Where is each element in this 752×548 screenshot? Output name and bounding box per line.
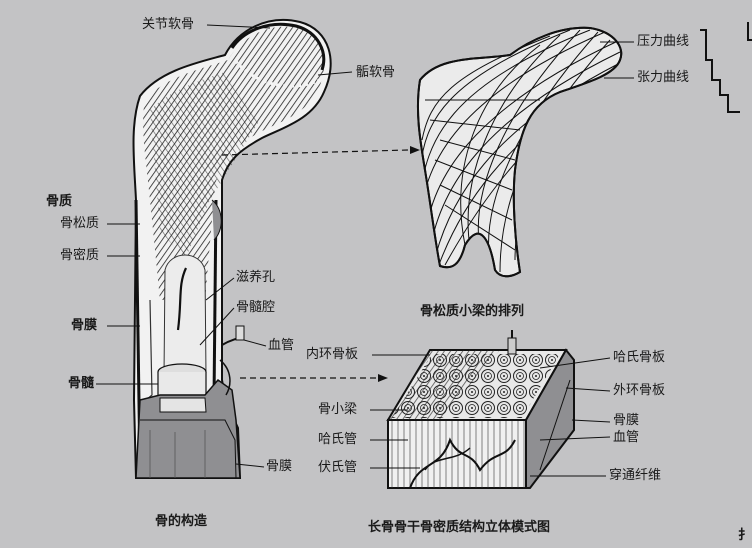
label-epiphyseal-cartilage: 骺软骨 (356, 65, 396, 80)
label-medullary-cavity: 骨髓腔 (236, 300, 276, 315)
label-blood-vessel-right: 血管 (613, 430, 640, 445)
label-perforating-fibers: 穿通纤维 (609, 468, 662, 483)
label-spongy-bone: 骨松质 (60, 216, 100, 231)
leader-lines (96, 24, 634, 477)
caption-compact-bone-model: 长骨骨干骨密质结构立体模式图 (368, 520, 551, 535)
femur-drawing (132, 18, 332, 479)
label-inner-lamellae: 内环骨板 (306, 347, 359, 362)
label-pressure-curve: 压力曲线 (637, 34, 690, 49)
label-trabecula: 骨小梁 (318, 402, 358, 417)
label-bone-substance: 骨质 (46, 194, 73, 209)
label-compact-bone: 骨密质 (60, 248, 100, 263)
label-periosteum: 骨膜 (71, 318, 98, 333)
label-outer-lamellae: 外环骨板 (613, 383, 666, 398)
trabeculae-drawing (416, 22, 752, 278)
label-blood-vessel-left: 血管 (268, 338, 295, 353)
edge-text-fragment: 扌 (738, 528, 752, 543)
caption-trabecula-arrangement: 骨松质小梁的排列 (420, 304, 525, 319)
label-nutrient-foramen: 滋养孔 (236, 270, 276, 285)
label-articular-cartilage: 关节软骨 (142, 17, 195, 32)
label-bone-marrow: 骨髓 (68, 376, 95, 391)
label-periosteum-lower: 骨膜 (266, 459, 293, 474)
label-haversian-lamellae: 哈氏骨板 (613, 350, 666, 365)
label-tension-curve: 张力曲线 (637, 70, 690, 85)
caption-bone-structure: 骨的构造 (155, 514, 208, 529)
compact-bone-block (386, 330, 575, 489)
label-haversian-canal: 哈氏管 (318, 432, 358, 447)
label-periosteum-right: 骨膜 (613, 413, 640, 428)
label-volkmann-canal: 伏氏管 (318, 460, 358, 475)
